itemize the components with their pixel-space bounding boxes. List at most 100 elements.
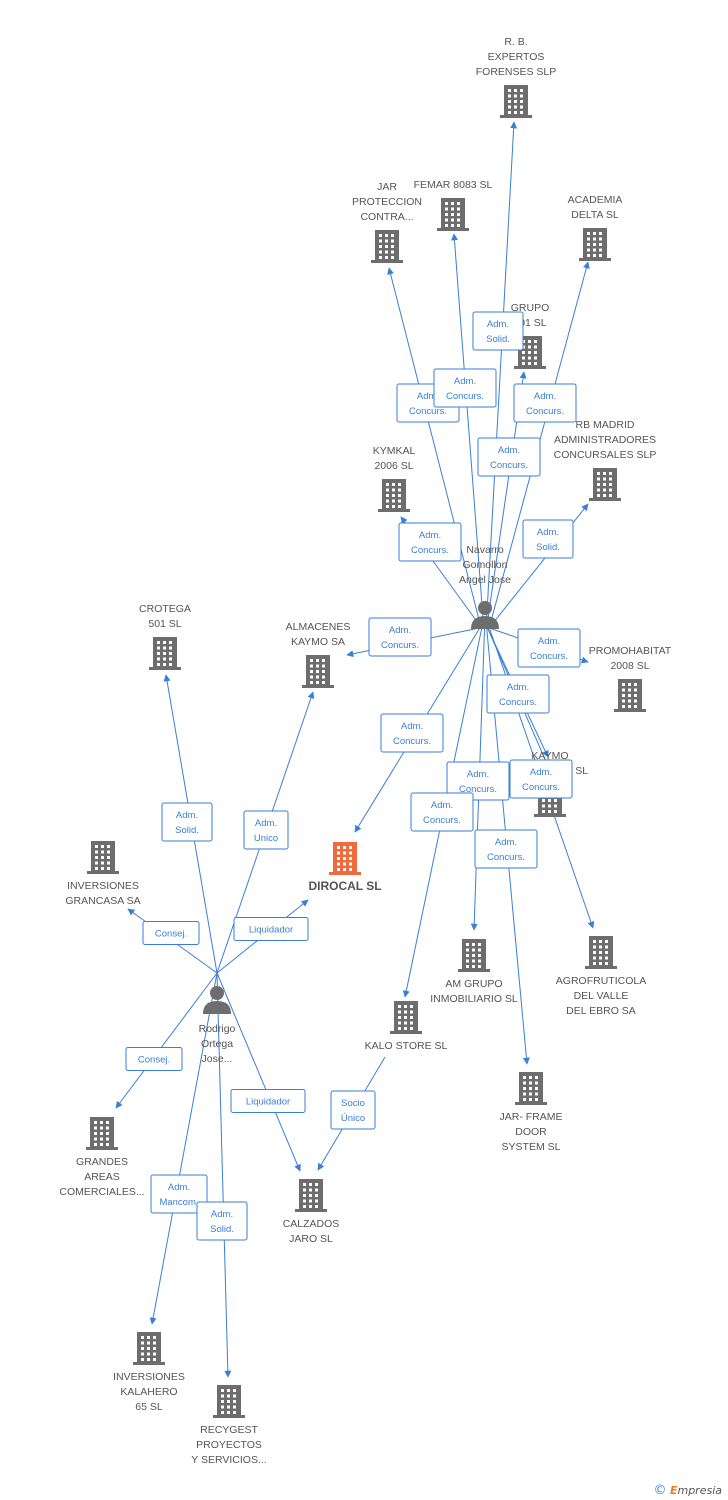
- relation-label-box: [472, 311, 524, 351]
- node-label-jar: JAR: [377, 181, 397, 193]
- relation-label-text: Adm.: [507, 682, 529, 693]
- relation-label-box: [142, 921, 200, 945]
- relation-label-box: [368, 617, 432, 657]
- building-icon[interactable]: [579, 228, 611, 261]
- relation-label[interactable]: Liquidador: [230, 1089, 306, 1113]
- footer-brand: © Empresia: [653, 1483, 722, 1498]
- node-label-grupo: GRUPO: [511, 302, 550, 314]
- relation-label[interactable]: Consej.: [142, 921, 200, 945]
- building-icon[interactable]: [302, 655, 334, 688]
- relation-label-box: [233, 917, 309, 941]
- node-label-kaymo: KAYMO: [531, 750, 568, 762]
- relation-label-text: Concurs.: [393, 736, 431, 747]
- node-label-rbmadrid: ADMINISTRADORES: [554, 434, 656, 446]
- relation-label-text: Único: [341, 1113, 365, 1124]
- relation-label[interactable]: Adm.Concurs.: [486, 674, 550, 714]
- relation-label[interactable]: Adm.Concurs.: [380, 713, 444, 753]
- building-icon[interactable]: [437, 198, 469, 231]
- relation-label-box: [433, 368, 497, 408]
- node-label-jarframe: JAR- FRAME: [500, 1111, 563, 1123]
- relation-label[interactable]: Adm.Solid.: [522, 519, 574, 559]
- node-label-amgrupo: INMOBILIARIO SL: [430, 993, 518, 1005]
- relation-label-text: Concurs.: [490, 460, 528, 471]
- relation-label-text: Adm.: [417, 391, 439, 402]
- relation-label[interactable]: Adm.Concurs.: [474, 829, 538, 869]
- edge-navarro-femar: [450, 233, 485, 629]
- building-icon[interactable]: [86, 1117, 118, 1150]
- brand-name: mpresia: [677, 1484, 722, 1497]
- node-label-rodrigo: Jose...: [202, 1053, 233, 1065]
- relation-label-text: Concurs.: [459, 784, 497, 795]
- building-icon[interactable]: [458, 939, 490, 972]
- person-icon[interactable]: [471, 601, 499, 629]
- building-icon[interactable]: [87, 841, 119, 874]
- relation-label-text: Liquidador: [246, 1097, 290, 1108]
- building-icon[interactable]: [295, 1179, 327, 1212]
- relation-label[interactable]: Adm.Concurs.: [517, 628, 581, 668]
- relation-label[interactable]: Adm.Solid.: [196, 1201, 248, 1241]
- relation-label-text: Concurs.: [423, 815, 461, 826]
- node-label-academia: ACADEMIA: [568, 194, 623, 206]
- node-label-recygest: PROYECTOS: [196, 1439, 262, 1451]
- relation-label[interactable]: Adm.Concurs.: [509, 759, 573, 799]
- building-icon[interactable]: [378, 479, 410, 512]
- relation-label[interactable]: Adm. Concurs.: [368, 617, 432, 657]
- relation-label-box: [509, 759, 573, 799]
- relation-label[interactable]: Adm.Concurs.: [477, 437, 541, 477]
- relation-label-text: Concurs.: [522, 782, 560, 793]
- relation-label-box: [243, 810, 289, 850]
- node-label-rbmadrid: RB MADRID: [576, 419, 635, 431]
- building-icon[interactable]: [589, 468, 621, 501]
- node-label-agro: DEL VALLE: [574, 990, 629, 1002]
- relation-label-text: Solid.: [210, 1224, 234, 1235]
- relation-label-box: [486, 674, 550, 714]
- node-label-jar: CONTRA...: [360, 211, 413, 223]
- relation-label-text: Adm.: [389, 625, 411, 636]
- building-icon[interactable]: [371, 230, 403, 263]
- relation-label-text: Consej.: [155, 929, 187, 940]
- relation-label[interactable]: Adm.Solid.: [472, 311, 524, 351]
- relation-label-text: Concurs.: [530, 651, 568, 662]
- relation-label[interactable]: Adm.Solid.: [161, 802, 213, 842]
- building-icon[interactable]: [149, 637, 181, 670]
- building-icon[interactable]: [133, 1332, 165, 1365]
- relation-label[interactable]: Adm.Concurs.: [398, 522, 462, 562]
- relation-label[interactable]: Adm.Concurs.: [513, 383, 577, 423]
- building-icon[interactable]: [585, 936, 617, 969]
- building-icon[interactable]: [390, 1001, 422, 1034]
- relation-label[interactable]: Adm.Concurs.: [410, 792, 474, 832]
- node-label-calzados: CALZADOS: [283, 1218, 340, 1230]
- relation-label-box: [380, 713, 444, 753]
- relation-label-box: [477, 437, 541, 477]
- relation-label[interactable]: Adm.Concurs.: [433, 368, 497, 408]
- relation-label[interactable]: Adm. Concurs.: [446, 761, 510, 801]
- building-icon[interactable]: [500, 85, 532, 118]
- building-icon[interactable]: [329, 842, 361, 875]
- relation-label-text: Adm.: [467, 769, 489, 780]
- relation-label-text: Adm.: [255, 818, 277, 829]
- relation-label[interactable]: Adm.Unico: [243, 810, 289, 850]
- relation-label-text: Socio: [341, 1098, 365, 1109]
- relation-label-text: Concurs.: [381, 640, 419, 651]
- person-icon[interactable]: [203, 986, 231, 1014]
- building-icon[interactable]: [614, 679, 646, 712]
- node-label-kalahero: INVERSIONES: [113, 1371, 185, 1383]
- building-icon[interactable]: [213, 1385, 245, 1418]
- node-label-crotega: 501 SL: [148, 618, 181, 630]
- relation-label-box: [330, 1090, 376, 1130]
- edge-navarro-jar: [387, 267, 482, 629]
- relation-label-text: Solid.: [486, 334, 510, 345]
- node-label-rb: FORENSES SLP: [476, 66, 557, 78]
- relation-label-box: [125, 1047, 183, 1071]
- node-label-kalahero: 65 SL: [135, 1401, 163, 1413]
- relation-label[interactable]: Liquidador: [233, 917, 309, 941]
- relation-label[interactable]: Adm.Mancom.: [150, 1174, 208, 1214]
- relation-label[interactable]: Consej.: [125, 1047, 183, 1071]
- node-label-calzados: JARO SL: [289, 1233, 333, 1245]
- node-label-kymkal: 2006 SL: [374, 460, 413, 472]
- edge-rodrigo-grandes: [115, 972, 218, 1109]
- relation-label-box: [517, 628, 581, 668]
- building-icon[interactable]: [515, 1072, 547, 1105]
